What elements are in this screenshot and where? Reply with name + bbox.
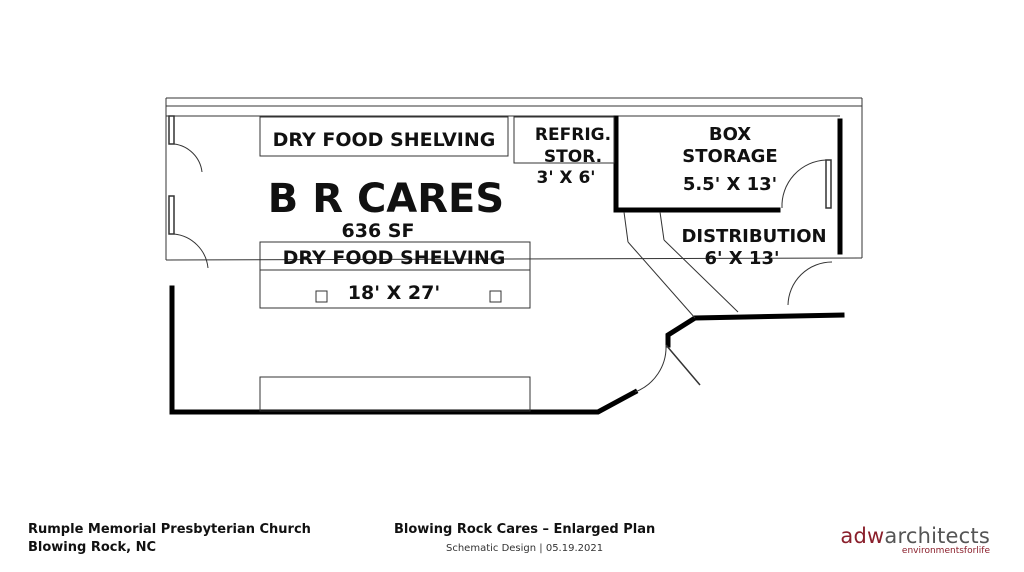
label-box-line1: BOX <box>709 124 751 145</box>
label-refrig-line1: REFRIG. <box>535 125 611 145</box>
thick-walls <box>169 115 845 415</box>
project-title: Blowing Rock Cares – Enlarged Plan <box>394 522 656 537</box>
diagonal-walls <box>623 211 739 319</box>
label-distribution: DISTRIBUTION <box>681 226 826 247</box>
client-location: Blowing Rock, NC <box>28 540 157 555</box>
client-name: Rumple Memorial Presbyterian Church <box>28 522 311 537</box>
logo-adw: adw <box>840 524 885 548</box>
label-shelving-size: 18' X 27' <box>348 282 440 304</box>
firm-logo: adwarchitects environmentsforlife <box>840 524 990 556</box>
logo-architects: architects <box>884 524 990 548</box>
project-phase: Schematic Design | 05.19.2021 <box>446 543 604 554</box>
label-distribution-size: 6' X 13' <box>704 248 779 269</box>
shelving-bottom <box>259 241 531 309</box>
corridor-outline <box>165 97 863 261</box>
doors <box>168 115 833 393</box>
label-shelving-top: DRY FOOD SHELVING <box>273 129 496 151</box>
shelving-top <box>259 116 509 157</box>
label-main-name: B R CARES <box>268 176 504 222</box>
label-box-line2: STORAGE <box>682 146 777 167</box>
label-main-area: 636 SF <box>342 220 415 242</box>
refrig-storage-box <box>513 116 615 164</box>
logo-tagline: environmentsforlife <box>901 546 990 556</box>
label-box-size: 5.5' X 13' <box>683 174 777 195</box>
label-shelving-bottom: DRY FOOD SHELVING <box>283 247 506 269</box>
lower-counter <box>259 376 531 412</box>
shelving-units <box>259 116 615 412</box>
label-refrig-size: 3' X 6' <box>536 168 595 188</box>
label-refrig-line2: STOR. <box>544 147 602 167</box>
